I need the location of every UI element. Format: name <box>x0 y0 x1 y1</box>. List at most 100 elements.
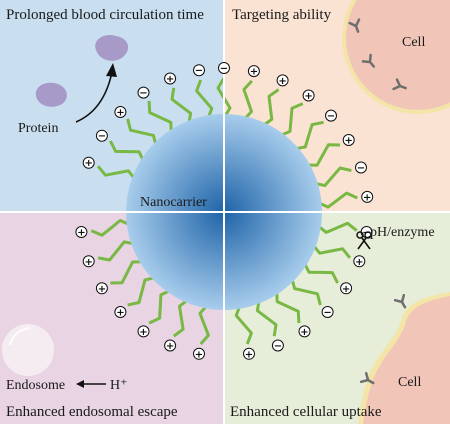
receptor-icon <box>393 293 407 309</box>
svg-text:+: + <box>300 327 308 338</box>
svg-text:−: − <box>357 163 365 174</box>
cell-receptors <box>348 18 407 385</box>
protein-label: Protein <box>18 121 58 136</box>
polymer-chain <box>195 79 214 120</box>
positive-charge: + <box>247 65 260 78</box>
cell-top <box>342 0 450 114</box>
negative-charge: − <box>321 306 334 319</box>
polymer-chain <box>290 276 322 306</box>
svg-text:+: + <box>166 74 174 85</box>
protein-blob-lower <box>35 82 67 107</box>
positive-charge: + <box>298 325 311 338</box>
polymer-chain <box>110 260 145 285</box>
positive-charge: + <box>164 339 177 352</box>
polymer-chain <box>96 165 137 181</box>
svg-text:+: + <box>166 341 174 352</box>
title-targeting-ability: Targeting ability <box>232 7 332 23</box>
polymer-chain <box>148 288 173 325</box>
positive-charge: + <box>164 72 177 85</box>
polymer-chain <box>311 243 352 259</box>
svg-text:−: − <box>139 88 147 99</box>
positive-charge: + <box>75 226 88 239</box>
svg-text:+: + <box>363 192 371 203</box>
cell-label-bottom: Cell <box>398 375 421 390</box>
polymer-chain <box>278 102 304 138</box>
polymer-chain <box>147 100 173 135</box>
svg-text:+: + <box>85 158 93 169</box>
polymer-chain <box>261 88 280 128</box>
negative-charge: − <box>137 86 150 99</box>
negative-charge: − <box>193 64 205 77</box>
negative-charge: − <box>95 129 108 142</box>
svg-text:−: − <box>220 64 228 75</box>
polymer-chain <box>242 79 253 122</box>
polymer-chain <box>170 87 193 126</box>
receptor-icon <box>359 371 375 385</box>
svg-text:−: − <box>323 308 331 319</box>
svg-text:+: + <box>304 91 312 102</box>
polymer-chain <box>126 118 158 148</box>
polymer-chain <box>109 140 146 163</box>
polymer-chain <box>305 143 341 167</box>
svg-text:+: + <box>85 257 93 268</box>
negative-charge: − <box>218 62 230 75</box>
positive-charge: + <box>340 282 353 295</box>
polymer-chain <box>198 303 210 345</box>
polymer-chain <box>90 219 132 237</box>
receptor-icon <box>361 53 376 68</box>
svg-text:−: − <box>98 131 106 142</box>
negative-charge: − <box>355 161 367 174</box>
surface-charges: +−+−+−−+++−+−+−++−+−++++++++ <box>75 62 374 360</box>
positive-charge: + <box>342 134 355 147</box>
cell-bottom <box>358 292 450 424</box>
protein-arrow <box>75 71 113 123</box>
protein-blob-upper <box>95 34 129 61</box>
polymer-chain <box>255 298 278 337</box>
nanocarrier-label: Nanocarrier <box>140 195 207 210</box>
svg-text:+: + <box>77 228 85 239</box>
positive-charge: + <box>276 74 289 87</box>
svg-text:+: + <box>139 327 147 338</box>
ph-enzyme-label: pH/enzyme <box>370 225 435 240</box>
polymer-chain <box>275 289 301 324</box>
protein-molecules <box>35 34 129 107</box>
positive-charge: + <box>95 282 108 295</box>
polymer-chain <box>313 166 352 188</box>
svg-text:−: − <box>195 66 203 77</box>
positive-charge: + <box>243 347 255 360</box>
positive-charge: + <box>302 89 315 102</box>
svg-text:+: + <box>195 349 203 360</box>
positive-charge: + <box>82 156 95 169</box>
svg-text:−: − <box>327 111 335 122</box>
svg-text:+: + <box>278 76 286 87</box>
svg-text:+: + <box>98 284 106 295</box>
polymer-chain <box>316 191 358 209</box>
svg-text:+: + <box>250 67 258 78</box>
positive-charge: + <box>137 325 150 338</box>
scissors-icon <box>356 231 372 250</box>
polymer-chain <box>302 261 339 284</box>
hplus-arrow-head <box>76 380 84 388</box>
negative-charge: − <box>325 109 337 122</box>
title-endosomal-escape: Enhanced endosomal escape <box>6 404 178 420</box>
svg-text:+: + <box>355 257 363 268</box>
title-cellular-uptake: Enhanced cellular uptake <box>230 404 382 420</box>
receptor-icon <box>392 78 407 91</box>
hplus-label: H⁺ <box>110 378 128 393</box>
svg-text:+: + <box>342 284 350 295</box>
negative-charge: − <box>271 339 284 352</box>
polymer-chain <box>172 298 190 338</box>
cell-label-top: Cell <box>402 35 425 50</box>
polymer-chain <box>234 304 253 345</box>
positive-charge: + <box>361 190 374 203</box>
polymer-chain <box>97 240 136 262</box>
svg-text:+: + <box>345 136 353 147</box>
svg-text:+: + <box>116 308 124 319</box>
endosome-bubble <box>2 324 54 376</box>
svg-text:+: + <box>116 108 124 119</box>
endosome-label: Endosome <box>6 378 65 393</box>
svg-text:+: + <box>245 349 253 360</box>
positive-charge: + <box>82 255 95 268</box>
positive-charge: + <box>114 306 127 319</box>
